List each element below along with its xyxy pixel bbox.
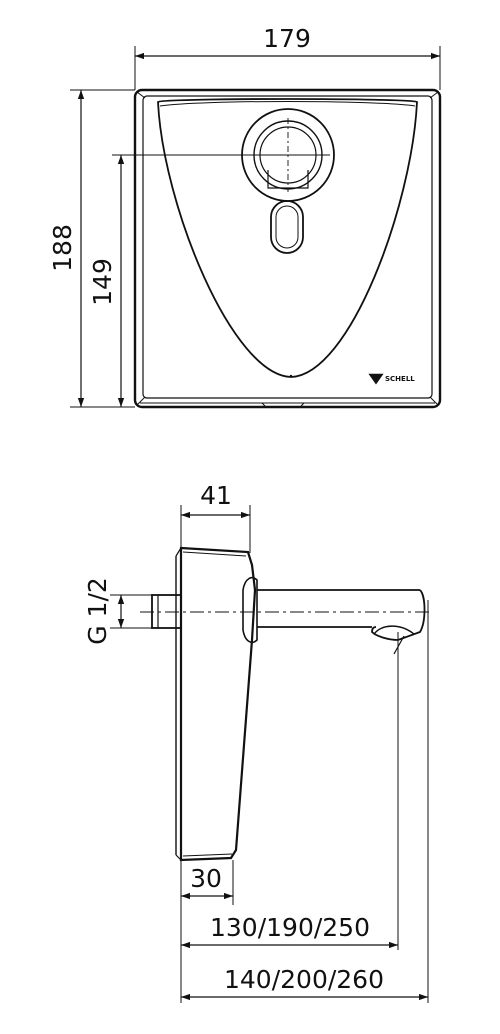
cover-plate-outer <box>133 88 442 409</box>
spout-outlet-tick <box>393 635 405 655</box>
front-axis-height-label: 149 <box>88 258 117 306</box>
side-depth-label: 41 <box>200 481 232 510</box>
corner-chamfer-br <box>429 396 439 406</box>
corner-chamfer-tr <box>429 91 439 99</box>
spout-boss <box>242 576 258 644</box>
side-view <box>110 505 432 1003</box>
spout-aerator <box>373 625 415 635</box>
indicator-window-outer <box>270 200 304 254</box>
teardrop-top-band <box>159 101 416 107</box>
indicator-window-inner <box>275 205 299 249</box>
cover-plate-inner <box>142 95 433 399</box>
schell-logo-text: SCHELL <box>385 375 415 383</box>
corner-chamfer-bl <box>136 396 146 406</box>
front-view <box>70 46 442 409</box>
housing-top-cap <box>175 547 182 861</box>
corner-chamfer-tl <box>136 91 146 99</box>
total-label: 140/200/260 <box>224 965 384 994</box>
front-height-label: 188 <box>48 224 77 272</box>
housing-top-band <box>182 551 247 557</box>
housing-bottom-band <box>182 853 233 857</box>
schell-logo-icon <box>368 373 384 385</box>
teardrop-bottom-mark <box>289 374 293 378</box>
spout-end <box>371 589 426 641</box>
front-width-label: 179 <box>263 24 311 53</box>
outlet-label: 130/190/250 <box>210 913 370 942</box>
teardrop-body <box>157 98 418 378</box>
housing-profile <box>179 546 257 862</box>
wall-label: 30 <box>190 864 222 893</box>
plate-bottom-notch <box>261 402 305 408</box>
thread-label: G 1/2 <box>83 577 112 645</box>
